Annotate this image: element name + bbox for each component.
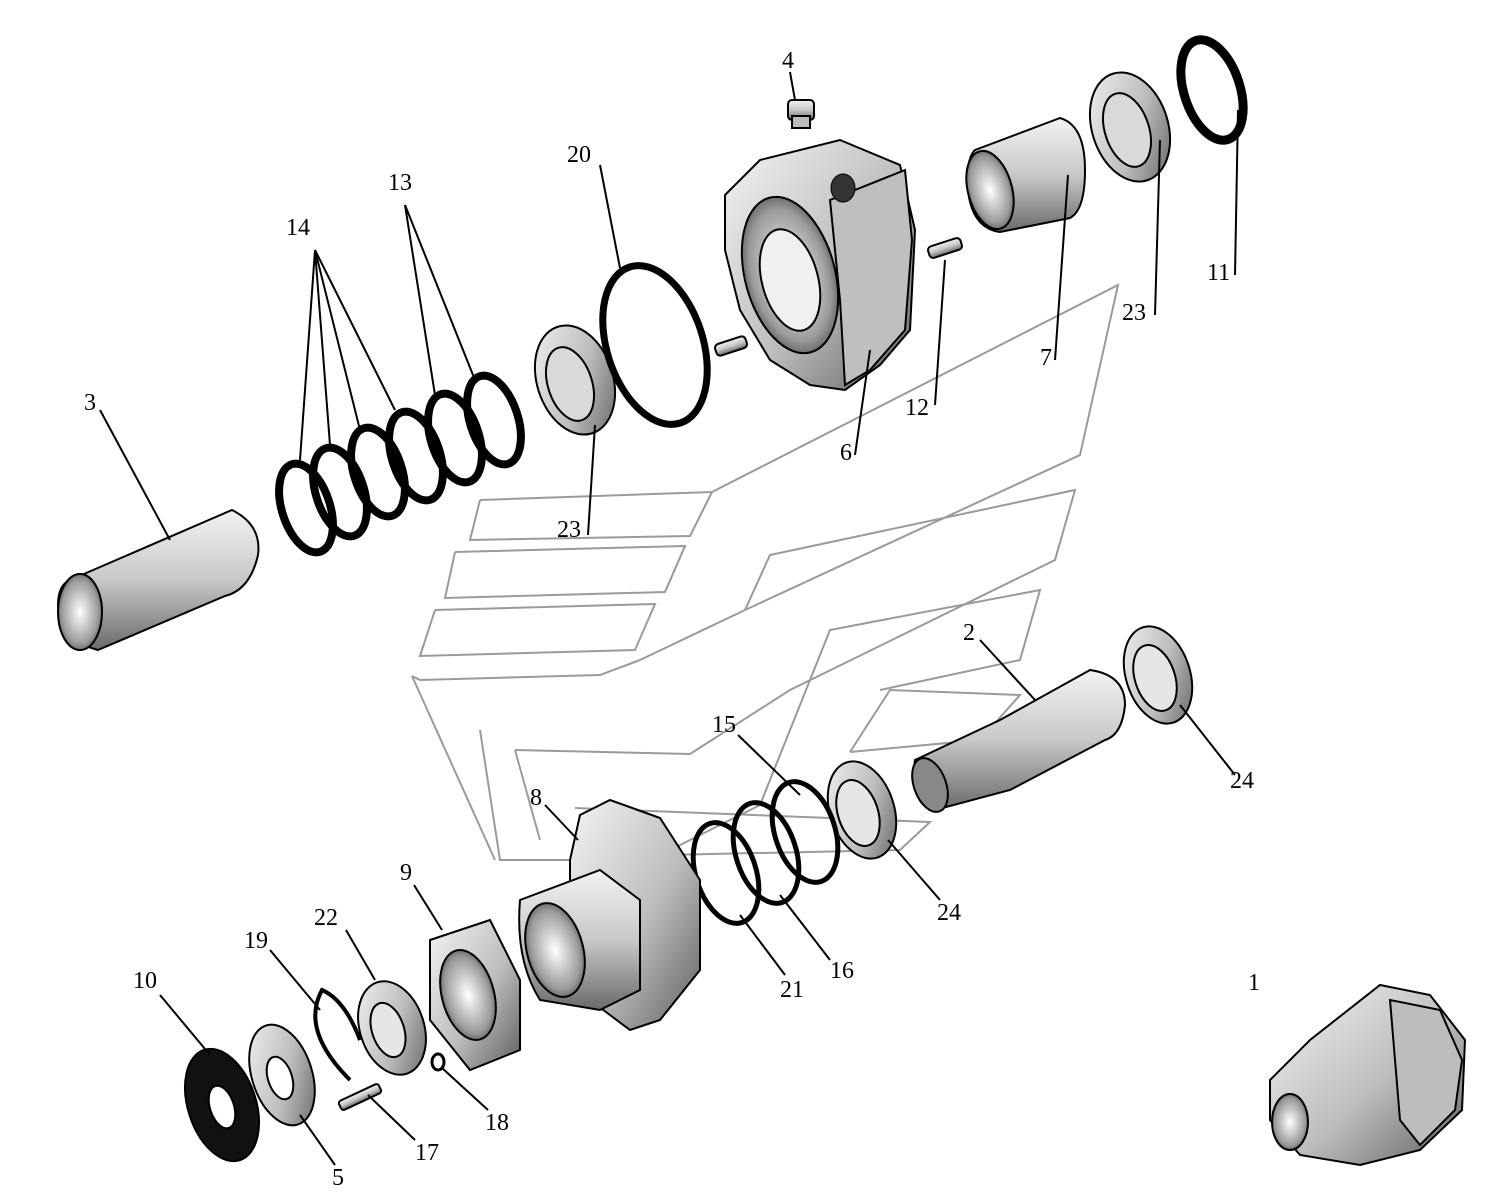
label-part-11: 11 <box>1207 260 1230 286</box>
part-10-washer <box>184 1047 260 1163</box>
part-11-nut <box>1176 35 1248 145</box>
label-part-19: 19 <box>244 928 268 954</box>
label-part-17: 17 <box>415 1140 439 1166</box>
rings-14-13 <box>275 371 525 557</box>
label-part-23-right: 23 <box>1122 300 1146 326</box>
label-part-5: 5 <box>332 1165 344 1191</box>
part-24-bearing-left <box>826 760 898 860</box>
part-1-assembled-unit <box>1269 983 1467 1167</box>
part-8-flange-housing <box>518 798 701 1032</box>
label-part-22: 22 <box>314 905 338 931</box>
label-part-13: 13 <box>388 170 412 196</box>
part-9-cover <box>429 918 521 1072</box>
part-3-sleeve <box>56 508 260 652</box>
label-part-20: 20 <box>567 142 591 168</box>
label-part-23-left: 23 <box>557 517 581 543</box>
label-part-9: 9 <box>400 860 412 886</box>
part-23-bearing-left <box>533 324 617 436</box>
label-part-12: 12 <box>905 395 929 421</box>
part-15-ring <box>769 779 841 885</box>
part-2-shaft <box>911 668 1127 813</box>
label-part-15: 15 <box>712 712 736 738</box>
part-6-housing <box>724 138 917 392</box>
label-part-6: 6 <box>840 440 852 466</box>
assembly-guide-lines <box>411 283 1120 861</box>
pin-left <box>713 335 749 357</box>
label-part-18: 18 <box>485 1110 509 1136</box>
part-19-snap-ring <box>313 987 362 1082</box>
part-23-bearing-right <box>1088 71 1172 183</box>
label-part-4: 4 <box>782 48 794 74</box>
part-4-plug <box>787 99 815 129</box>
leader-lines <box>99 71 1239 1166</box>
label-part-2: 2 <box>963 620 975 646</box>
part-12-pin <box>927 237 963 259</box>
part-24-bearing-right <box>1122 625 1194 725</box>
label-part-14: 14 <box>286 215 310 241</box>
label-part-16: 16 <box>830 958 854 984</box>
part-17-screw <box>337 1083 383 1111</box>
part-22-bushing <box>357 980 427 1076</box>
label-part-1: 1 <box>1248 970 1260 996</box>
label-part-10: 10 <box>133 968 157 994</box>
part-16-ring <box>730 800 802 906</box>
label-part-3: 3 <box>84 390 96 416</box>
label-part-21: 21 <box>780 977 804 1003</box>
label-part-24-right: 24 <box>1230 768 1254 794</box>
part-20-oring <box>599 262 711 428</box>
label-part-24-left: 24 <box>937 900 961 926</box>
label-part-8: 8 <box>530 785 542 811</box>
part-7-bushing <box>965 116 1087 234</box>
label-part-7: 7 <box>1040 345 1052 371</box>
part-labels: 1 2 3 4 5 6 7 8 9 10 11 12 13 14 15 16 1… <box>84 48 1260 1191</box>
part-5-washer <box>248 1023 316 1127</box>
part-18-ring <box>430 1052 446 1072</box>
